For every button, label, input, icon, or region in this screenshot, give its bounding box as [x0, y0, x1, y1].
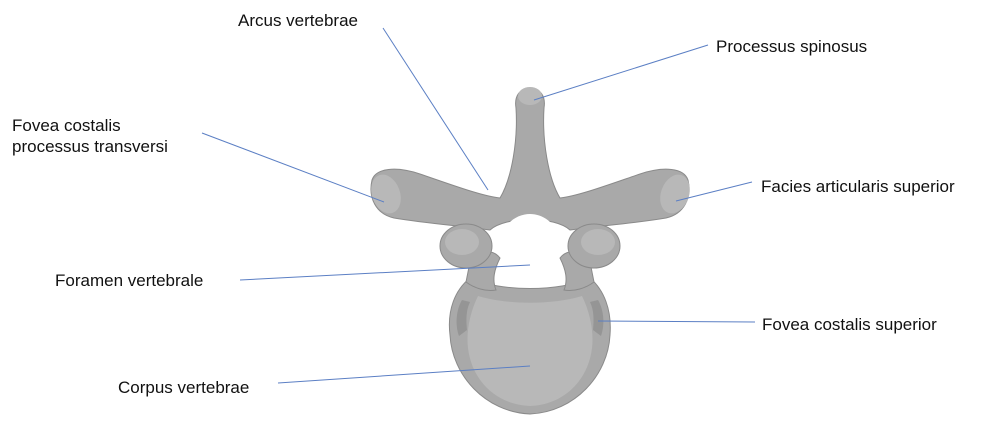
processus-spinosus-tip — [518, 87, 542, 105]
vertebra-illustration — [366, 87, 695, 414]
label-facies-articularis-superior: Facies articularis superior — [761, 176, 955, 197]
foramen-vertebrale-shape — [500, 214, 561, 284]
label-corpus-vertebrae: Corpus vertebrae — [118, 377, 249, 398]
label-foramen-vertebrale: Foramen vertebrale — [55, 270, 203, 291]
label-fovea-costalis-processus-transversi: Fovea costalis processus transversi — [12, 115, 168, 157]
arcus-vertebrae-shape — [371, 88, 689, 230]
leader-line-arcus — [383, 28, 488, 190]
label-processus-spinosus: Processus spinosus — [716, 36, 867, 57]
label-fovea-costalis-superior: Fovea costalis superior — [762, 314, 937, 335]
leader-line-fovea-transversi — [202, 133, 384, 202]
superior-articular-process-left-face — [445, 229, 479, 255]
leader-line-processus-spinosus — [534, 45, 708, 100]
leader-line-fovea-superior — [598, 321, 755, 322]
label-arcus-vertebrae: Arcus vertebrae — [238, 10, 358, 31]
superior-articular-process-right-face — [581, 229, 615, 255]
